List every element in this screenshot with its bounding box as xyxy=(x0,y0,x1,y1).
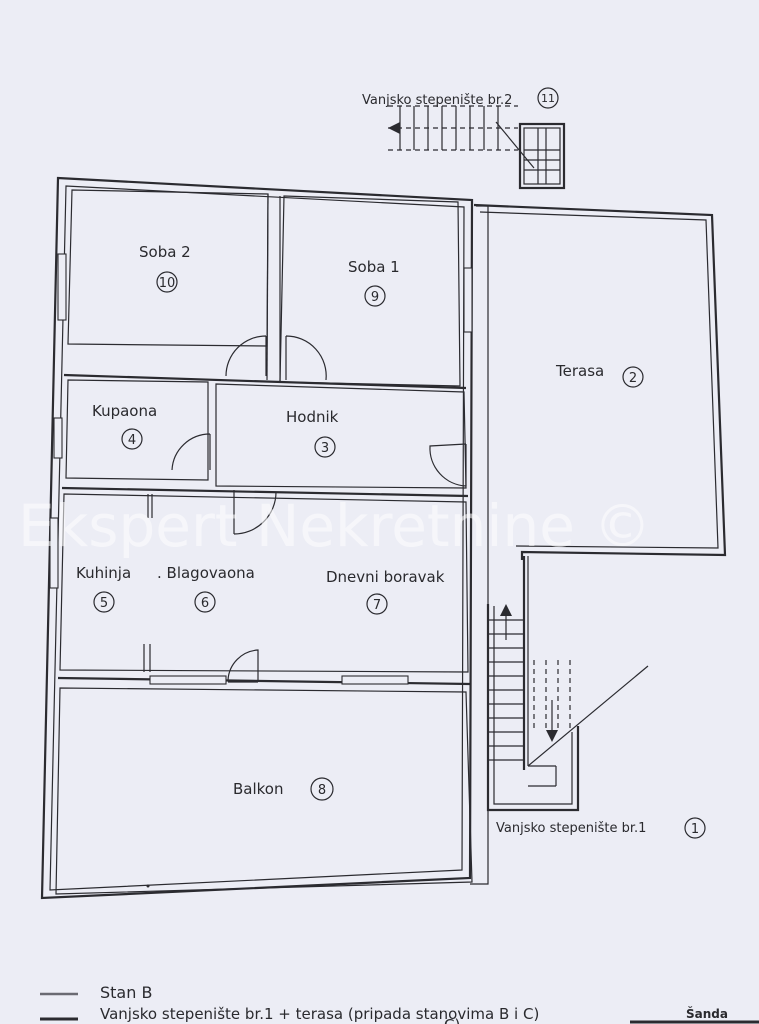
room-number-blagovaona: 6 xyxy=(201,596,209,611)
room-label-blagovaona: . Blagovaona xyxy=(157,564,255,582)
room-label-hodnik: Hodnik xyxy=(286,408,339,426)
arrow-left-icon xyxy=(388,122,400,134)
legend-fragment: C) xyxy=(444,1016,460,1024)
room-number-kuhinja: 5 xyxy=(100,596,108,611)
room-number-dnevni-boravak: 7 xyxy=(373,598,381,613)
room-label-soba-1: Soba 1 xyxy=(348,258,400,276)
room-label-kupaona: Kupaona xyxy=(92,402,157,420)
room-number-soba-1: 9 xyxy=(371,290,379,305)
stair-number-br2: 11 xyxy=(541,92,555,105)
room-number-hodnik: 3 xyxy=(321,441,329,456)
stairs-top xyxy=(388,105,566,190)
room-label-kuhinja: Kuhinja xyxy=(76,564,131,582)
room-number-kupaona: 4 xyxy=(128,433,136,448)
stair-labels: Vanjsko stepenište br.2 11 Vanjsko stepe… xyxy=(362,87,706,839)
room-number-balkon: 8 xyxy=(318,783,326,798)
arrow-up-icon xyxy=(500,604,512,616)
room-label-dnevni-boravak: Dnevni boravak xyxy=(326,568,445,586)
room-number-soba-2: 10 xyxy=(159,276,176,291)
arrow-down-icon xyxy=(546,730,558,742)
watermark: Ekspert Nekretnine © xyxy=(18,492,651,560)
room-label-terasa: Terasa xyxy=(555,362,604,380)
legend-stan-b: Stan B xyxy=(100,983,152,1002)
doors xyxy=(171,335,467,683)
room-number-terasa: 2 xyxy=(629,371,637,386)
stair-label-br2: Vanjsko stepenište br.2 xyxy=(362,93,512,108)
stair-label-br1: Vanjsko stepenište br.1 xyxy=(496,821,646,836)
room-walls xyxy=(55,189,473,895)
room-label-balkon: Balkon xyxy=(233,780,284,798)
legend-stairs-terrace: Vanjsko stepenište br.1 + terasa (pripad… xyxy=(100,1005,539,1023)
room-label-soba-2: Soba 2 xyxy=(139,243,191,261)
legend: Stan B Vanjsko stepenište br.1 + terasa … xyxy=(40,983,759,1024)
terrace-outline xyxy=(473,203,727,560)
legend-sanda: Šanda xyxy=(686,1006,728,1021)
stair-number-br1: 1 xyxy=(691,822,699,837)
windows xyxy=(49,253,473,685)
room-labels: Soba 2 10 Soba 1 9 Terasa 2 Kupaona 4 Ho… xyxy=(76,243,644,801)
stairs-bottom xyxy=(486,556,649,812)
